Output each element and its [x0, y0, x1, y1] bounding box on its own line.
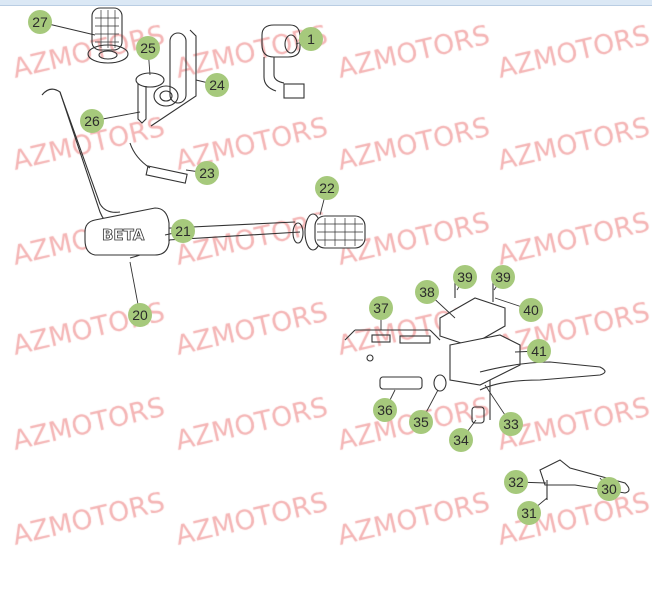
callout-1: 1 — [299, 27, 323, 51]
part-handlebar-pad: BETA — [84, 207, 170, 256]
callout-30: 30 — [597, 477, 621, 501]
callout-38: 38 — [415, 280, 439, 304]
callout-25: 25 — [136, 36, 160, 60]
callout-26: 26 — [80, 109, 104, 133]
callout-22: 22 — [315, 176, 339, 200]
callout-23: 23 — [195, 161, 219, 185]
callout-41: 41 — [527, 339, 551, 363]
part-throttle — [135, 29, 197, 127]
callout-36: 36 — [373, 398, 397, 422]
callout-37: 37 — [369, 296, 393, 320]
callout-27: 27 — [28, 10, 52, 34]
part-switch — [261, 24, 305, 99]
callout-33: 33 — [499, 412, 523, 436]
part-cable — [129, 142, 188, 184]
brand-logo-text: BETA — [102, 226, 145, 244]
callout-39: 39 — [453, 265, 477, 289]
part-grip-left — [87, 7, 129, 64]
callout-40: 40 — [519, 298, 543, 322]
callout-32: 32 — [504, 470, 528, 494]
callout-31: 31 — [517, 501, 541, 525]
leader-lines — [39, 21, 610, 514]
callout-39: 39 — [491, 265, 515, 289]
callout-24: 24 — [205, 73, 229, 97]
part-master-cylinder — [344, 278, 606, 424]
callout-34: 34 — [449, 428, 473, 452]
callout-21: 21 — [171, 219, 195, 243]
callout-35: 35 — [409, 410, 433, 434]
callout-20: 20 — [128, 303, 152, 327]
part-grip-right — [304, 213, 366, 251]
